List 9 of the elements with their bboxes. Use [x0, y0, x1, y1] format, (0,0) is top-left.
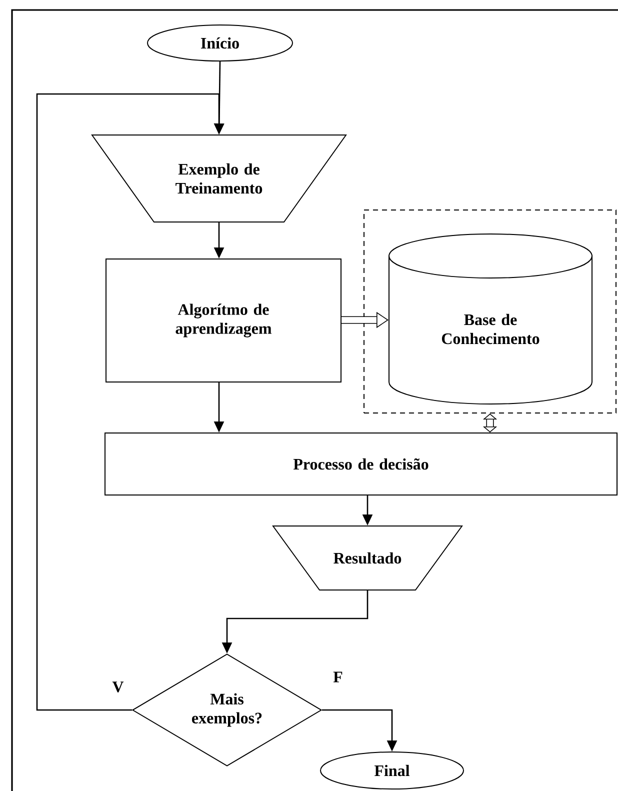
- edge-label: F: [332, 670, 344, 684]
- arrow: [36, 93, 224, 711]
- node-label: Base de Conhecimento: [442, 314, 540, 344]
- dashed-box: [364, 210, 616, 414]
- process-box: Algorítmo de aprendizagem: [106, 258, 342, 382]
- process-box: Processo de decisão: [104, 432, 618, 496]
- database-cylinder: Base de Conhecimento: [388, 234, 592, 404]
- arrow: [482, 414, 498, 432]
- edge-label: V: [111, 680, 125, 694]
